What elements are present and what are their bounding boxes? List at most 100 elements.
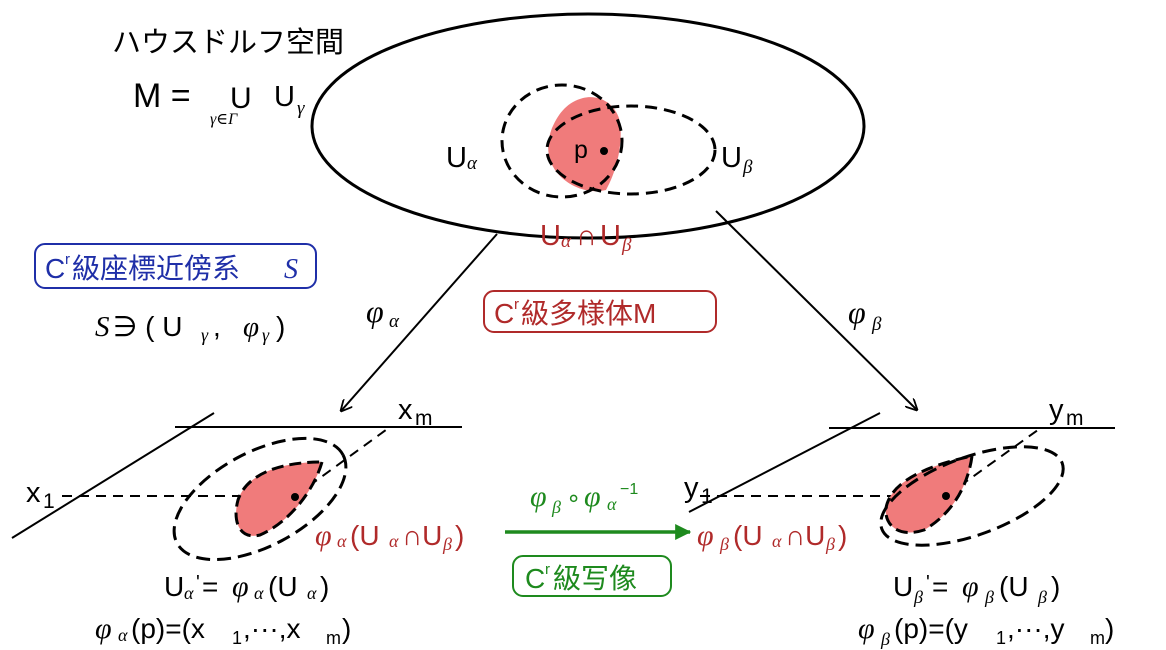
- axis-label-y1: y 1: [684, 472, 713, 508]
- svg-text:α: α: [254, 583, 264, 603]
- map-box: [512, 555, 672, 597]
- manifold-box: [483, 290, 717, 333]
- svg-text:m: m: [415, 407, 433, 430]
- svg-text:∩U: ∩U: [402, 520, 442, 551]
- svg-text:S: S: [284, 254, 298, 285]
- u-beta-label: U β: [721, 142, 753, 178]
- svg-text:U: U: [446, 142, 467, 174]
- left-caption-line1: U α ' = φ α (U α ): [164, 570, 329, 603]
- right-caption-line2: φ β (p)=(y 1 ,···,y m ): [858, 612, 1114, 649]
- cover-union-symbol: U: [230, 82, 252, 115]
- manifold-ellipse: [310, 12, 866, 240]
- svg-text:級多様体M: 級多様体M: [521, 298, 656, 329]
- svg-text:β: β: [442, 534, 452, 554]
- svg-text:α: α: [389, 311, 400, 332]
- left-image-boundary: [234, 460, 324, 538]
- svg-text:級座標近傍系: 級座標近傍系: [72, 253, 240, 284]
- svg-text:r: r: [545, 561, 550, 578]
- axis-label-xm: x m: [398, 394, 433, 430]
- svg-text:β: β: [551, 497, 561, 517]
- right-coordinate-space: [688, 412, 1115, 547]
- svg-text:x: x: [398, 394, 413, 426]
- svg-text:α: α: [467, 153, 478, 174]
- svg-text:U: U: [540, 220, 561, 252]
- svg-text:U: U: [164, 571, 184, 602]
- svg-text:): ): [455, 520, 464, 551]
- svg-text:1: 1: [996, 628, 1006, 648]
- cover-union-index: γ∈Γ: [210, 111, 238, 128]
- transition-label: φ β ∘ φ α −1: [530, 480, 638, 517]
- left-image-region: [236, 462, 322, 536]
- svg-text:r: r: [514, 296, 519, 313]
- svg-text:U: U: [721, 142, 742, 174]
- map-label: C r 級写像: [525, 561, 637, 594]
- axis-label-ym: y m: [1049, 394, 1084, 430]
- svg-text:(U: (U: [268, 571, 298, 602]
- svg-text:,···,x: ,···,x: [243, 613, 301, 644]
- svg-text:m: m: [326, 628, 341, 648]
- right-image-region: [885, 456, 972, 533]
- svg-text:α: α: [772, 531, 782, 551]
- svg-text:β: β: [913, 587, 923, 607]
- left-coordinate-space: [11, 412, 462, 562]
- cover-set-index: γ: [297, 98, 305, 119]
- svg-text:C: C: [525, 563, 545, 594]
- left-chart-domain: [172, 436, 348, 562]
- svg-text:∋ ( U: ∋ ( U: [113, 311, 183, 342]
- u-alpha-label: U α: [446, 142, 478, 174]
- svg-text:(U: (U: [733, 520, 763, 551]
- svg-text:φ: φ: [584, 480, 601, 513]
- svg-text:φ: φ: [315, 519, 332, 552]
- svg-text:γ: γ: [262, 325, 270, 345]
- svg-text:α: α: [607, 494, 617, 514]
- svg-text:,···,y: ,···,y: [1007, 613, 1065, 644]
- svg-text:y: y: [1049, 394, 1064, 426]
- u-alpha-boundary: [500, 83, 624, 199]
- svg-text:(U: (U: [350, 520, 380, 551]
- manifold-label: C r 級多様体M: [494, 296, 656, 329]
- svg-text:C: C: [45, 253, 65, 284]
- atlas-box: [34, 243, 317, 289]
- svg-text:': ': [926, 572, 930, 594]
- svg-text:m: m: [1066, 407, 1084, 430]
- svg-text:α: α: [337, 531, 347, 551]
- intersection-region: [548, 97, 621, 192]
- phi-alpha-arrow: [341, 233, 498, 411]
- phi-beta-arrow: [715, 210, 917, 410]
- svg-text:α: α: [561, 231, 572, 252]
- svg-text:φ: φ: [848, 294, 866, 330]
- svg-text:β: β: [825, 534, 835, 554]
- svg-text:φ: φ: [962, 570, 979, 603]
- svg-text:β: β: [871, 314, 882, 335]
- svg-text:(p)=(x: (p)=(x: [131, 613, 205, 644]
- svg-text:=: =: [932, 571, 948, 602]
- left-image-label: φ α (U α ∩U β ): [315, 519, 464, 554]
- phi-alpha-label: φ α: [366, 293, 400, 332]
- svg-text:=: =: [202, 571, 218, 602]
- svg-text:α: α: [184, 583, 194, 603]
- svg-text:β: β: [880, 629, 890, 649]
- svg-text:φ: φ: [697, 519, 714, 552]
- svg-text:β: β: [984, 587, 994, 607]
- svg-text:φ: φ: [366, 293, 384, 329]
- cover-set: U: [274, 81, 295, 113]
- right-image-label: φ β (U α ∩U β ): [697, 519, 847, 554]
- svg-text:': ': [196, 572, 200, 594]
- svg-text:): ): [342, 613, 351, 644]
- svg-text:,: ,: [213, 311, 221, 342]
- axis-label-x1: x 1: [26, 477, 55, 513]
- cover-lhs: M =: [133, 77, 191, 115]
- left-point-dot: [291, 493, 299, 501]
- svg-text:級写像: 級写像: [553, 563, 637, 594]
- svg-text:α: α: [389, 531, 399, 551]
- right-point-dot: [942, 492, 950, 500]
- point-p-dot: [600, 147, 608, 155]
- svg-text:y: y: [684, 472, 699, 504]
- svg-text:(U: (U: [999, 571, 1029, 602]
- title-hausdorff: ハウスドルフ空間: [112, 26, 344, 59]
- right-image-boundary: [884, 454, 974, 534]
- svg-text:): ): [320, 571, 329, 602]
- svg-text:−1: −1: [620, 481, 638, 498]
- u-beta-boundary: [545, 104, 717, 196]
